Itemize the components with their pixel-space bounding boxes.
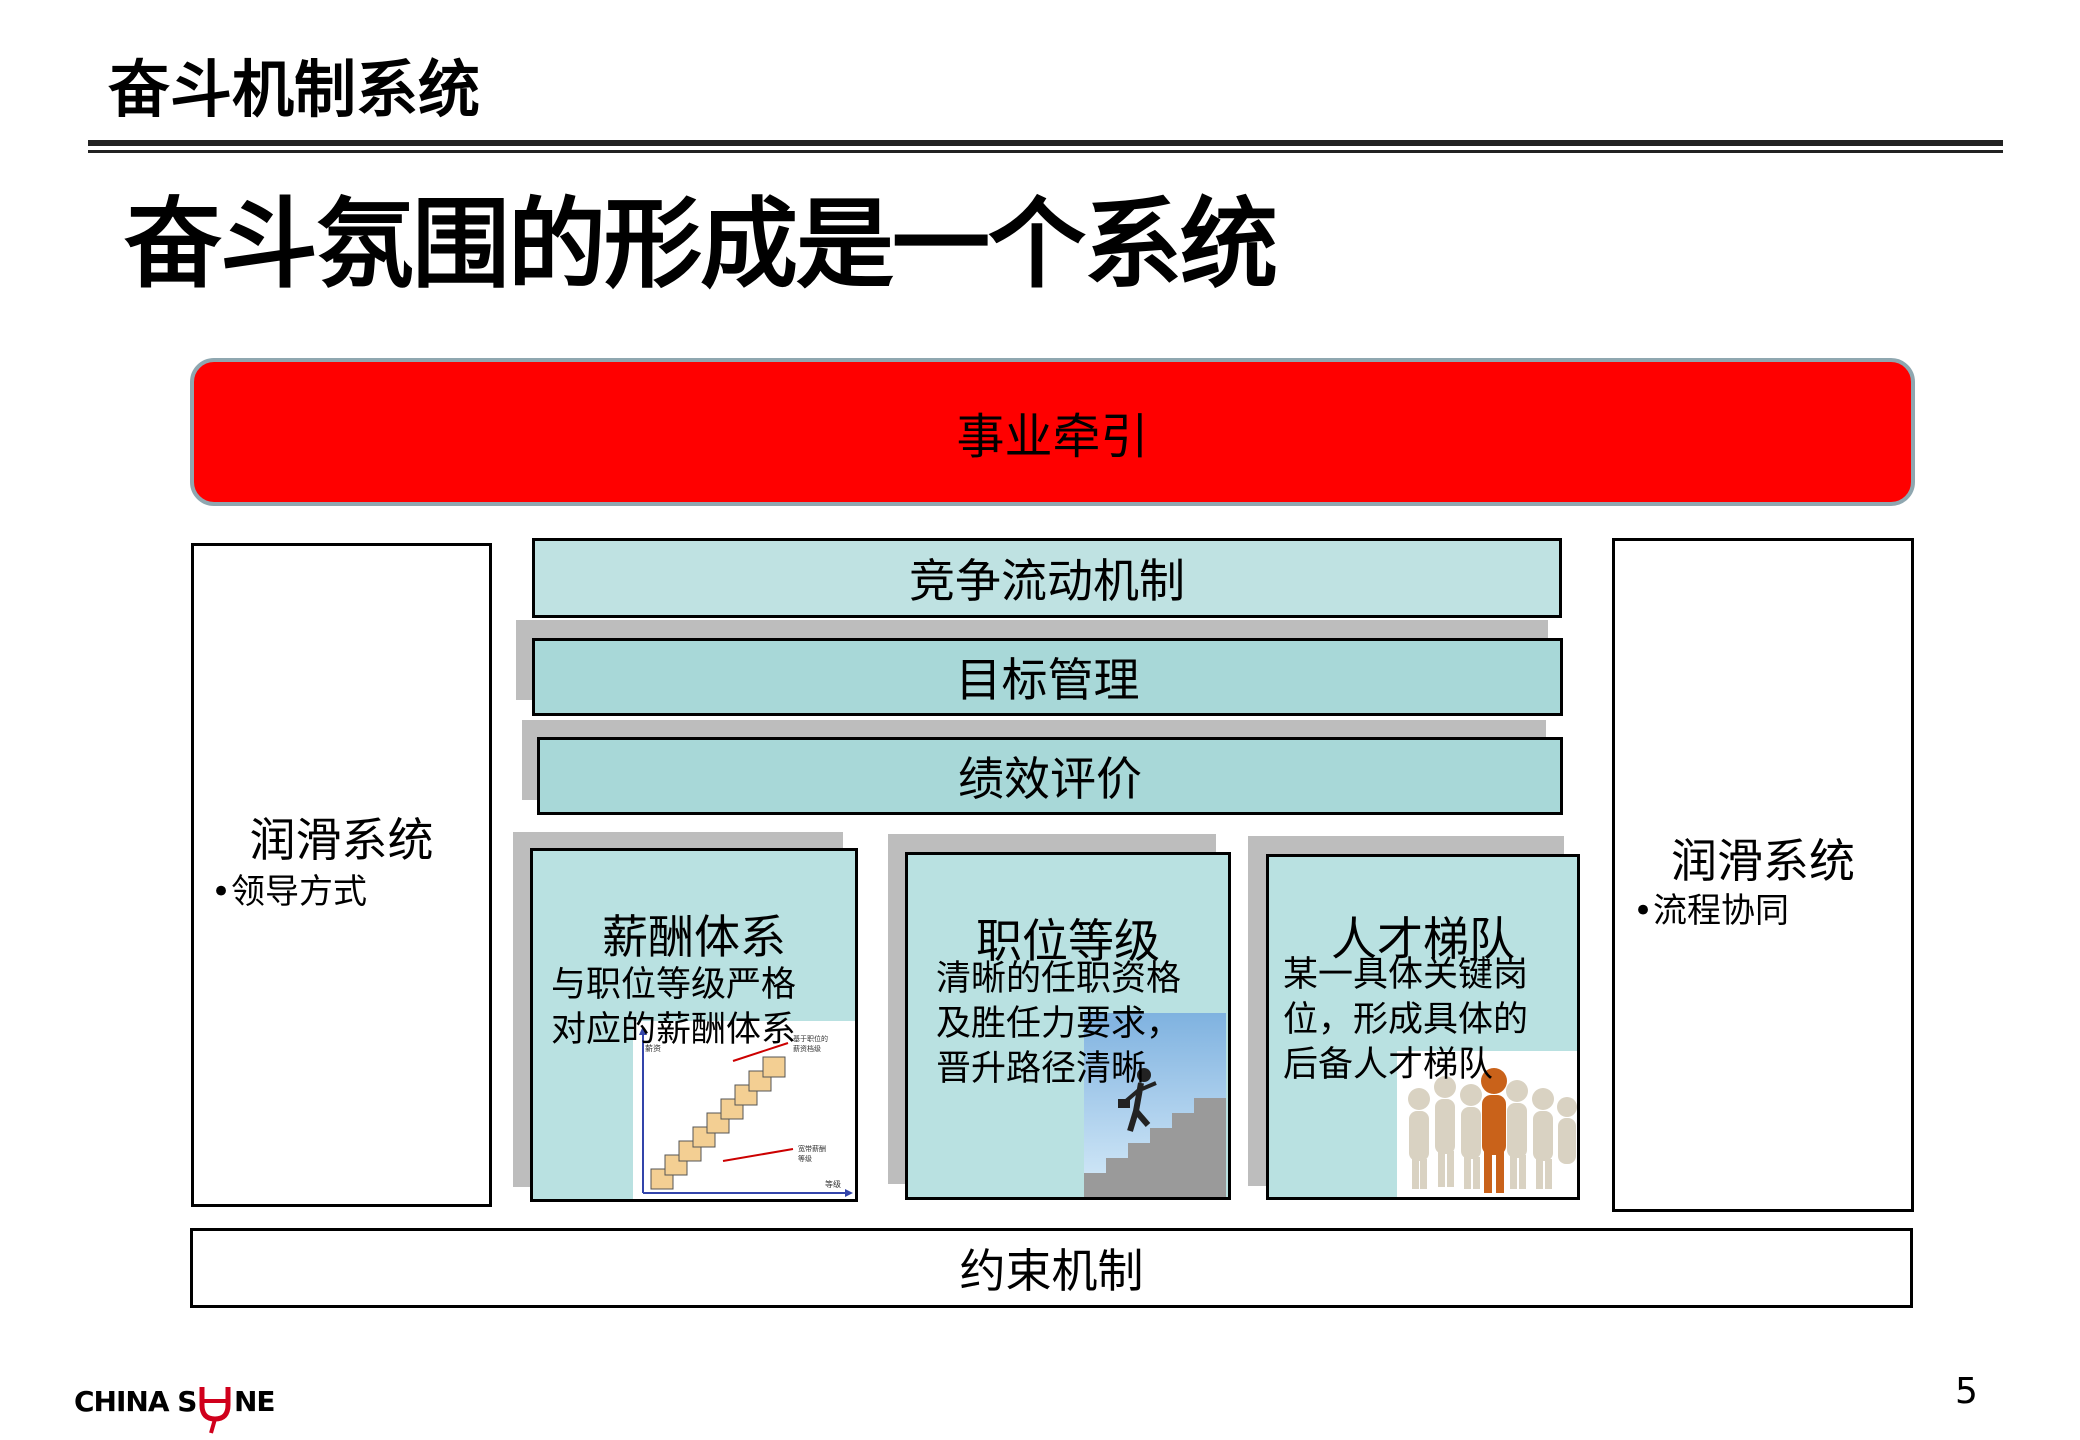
businessman-stairs-icon [1084, 1068, 1226, 1197]
left-box-bullet: •领导方式 [211, 872, 368, 912]
band-label: 竞争流动机制 [909, 554, 1185, 608]
people-group-icon [1408, 1068, 1577, 1193]
column-desc-line: 对应的薪酬体系 [551, 1010, 797, 1050]
salary-staircase-chart: 薪资 等级 基于职位的 薪资档级 宽带薪酬 等级 [633, 1021, 855, 1199]
chart-note: 基于职位的 [793, 1034, 828, 1043]
band-competition-mobility: 竞争流动机制 [532, 538, 1562, 618]
column-desc-line: 某一具体关键岗 [1283, 955, 1529, 995]
column-desc-line: 位，形成具体的 [1283, 1000, 1529, 1040]
column-title: 薪酬体系 [602, 910, 786, 964]
column-talent-pipeline: 人才梯队 某一具体关键岗 位，形成具体的 后备人才梯队 [1266, 854, 1580, 1200]
logo-mark-icon [199, 1387, 231, 1434]
bottom-bar-constraint-mechanism: 约束机制 [190, 1228, 1913, 1308]
bottom-bar-label: 约束机制 [959, 1244, 1144, 1298]
top-bar-label: 事业牵引 [956, 409, 1149, 465]
column-desc-line: 与职位等级严格 [551, 965, 797, 1005]
top-bar-business-traction: 事业牵引 [190, 358, 1915, 506]
column-title: 职位等级 [976, 914, 1160, 968]
slide-title: 奋斗氛围的形成是一个系统 [124, 188, 1278, 302]
column-job-grade: 职位等级 清晰的任职资格 及胜任力要求， 晋升路径清晰 [905, 852, 1231, 1200]
chart-note: 等级 [798, 1154, 812, 1163]
chart-x-label: 等级 [825, 1179, 841, 1189]
band-goal-management: 目标管理 [532, 638, 1563, 716]
logo-text-right: NE [234, 1385, 276, 1418]
left-lubrication-box: 润滑系统 •领导方式 [191, 543, 492, 1207]
right-lubrication-box: 润滑系统 •流程协同 [1612, 538, 1914, 1212]
header-divider-thin [88, 150, 2003, 153]
header-title: 奋斗机制系统 [108, 53, 481, 126]
column-salary-system: 薪酬体系 与职位等级严格 对应的薪酬体系 薪资 等级 基于职位的 [530, 848, 858, 1202]
column-desc-line: 晋升路径清晰 [936, 1049, 1147, 1089]
right-box-bullet: •流程协同 [1633, 891, 1790, 931]
column-title: 人才梯队 [1331, 912, 1515, 966]
band-label: 绩效评价 [958, 752, 1142, 806]
column-desc-line: 及胜任力要求， [936, 1004, 1182, 1044]
logo-text-left: CHINA S [74, 1385, 197, 1418]
page-number: 5 [1955, 1371, 1978, 1412]
header-divider [88, 140, 2003, 146]
left-box-title: 润滑系统 [249, 813, 434, 867]
china-stone-logo: CHINA S NE [74, 1375, 314, 1435]
band-performance-evaluation: 绩效评价 [537, 737, 1563, 815]
chart-y-label: 薪资 [645, 1043, 661, 1053]
climbing-stairs-photo [1084, 1013, 1226, 1197]
column-desc-line: 清晰的任职资格 [936, 959, 1182, 999]
talent-team-figures [1397, 1051, 1577, 1197]
right-box-title: 润滑系统 [1671, 834, 1855, 888]
staircase-chart-icon: 薪资 等级 基于职位的 薪资档级 宽带薪酬 等级 [639, 1026, 853, 1197]
band-label: 目标管理 [955, 653, 1140, 707]
chart-note: 宽带薪酬 [798, 1144, 826, 1153]
column-desc-line: 后备人才梯队 [1283, 1045, 1494, 1085]
chart-note: 薪资档级 [793, 1044, 821, 1053]
